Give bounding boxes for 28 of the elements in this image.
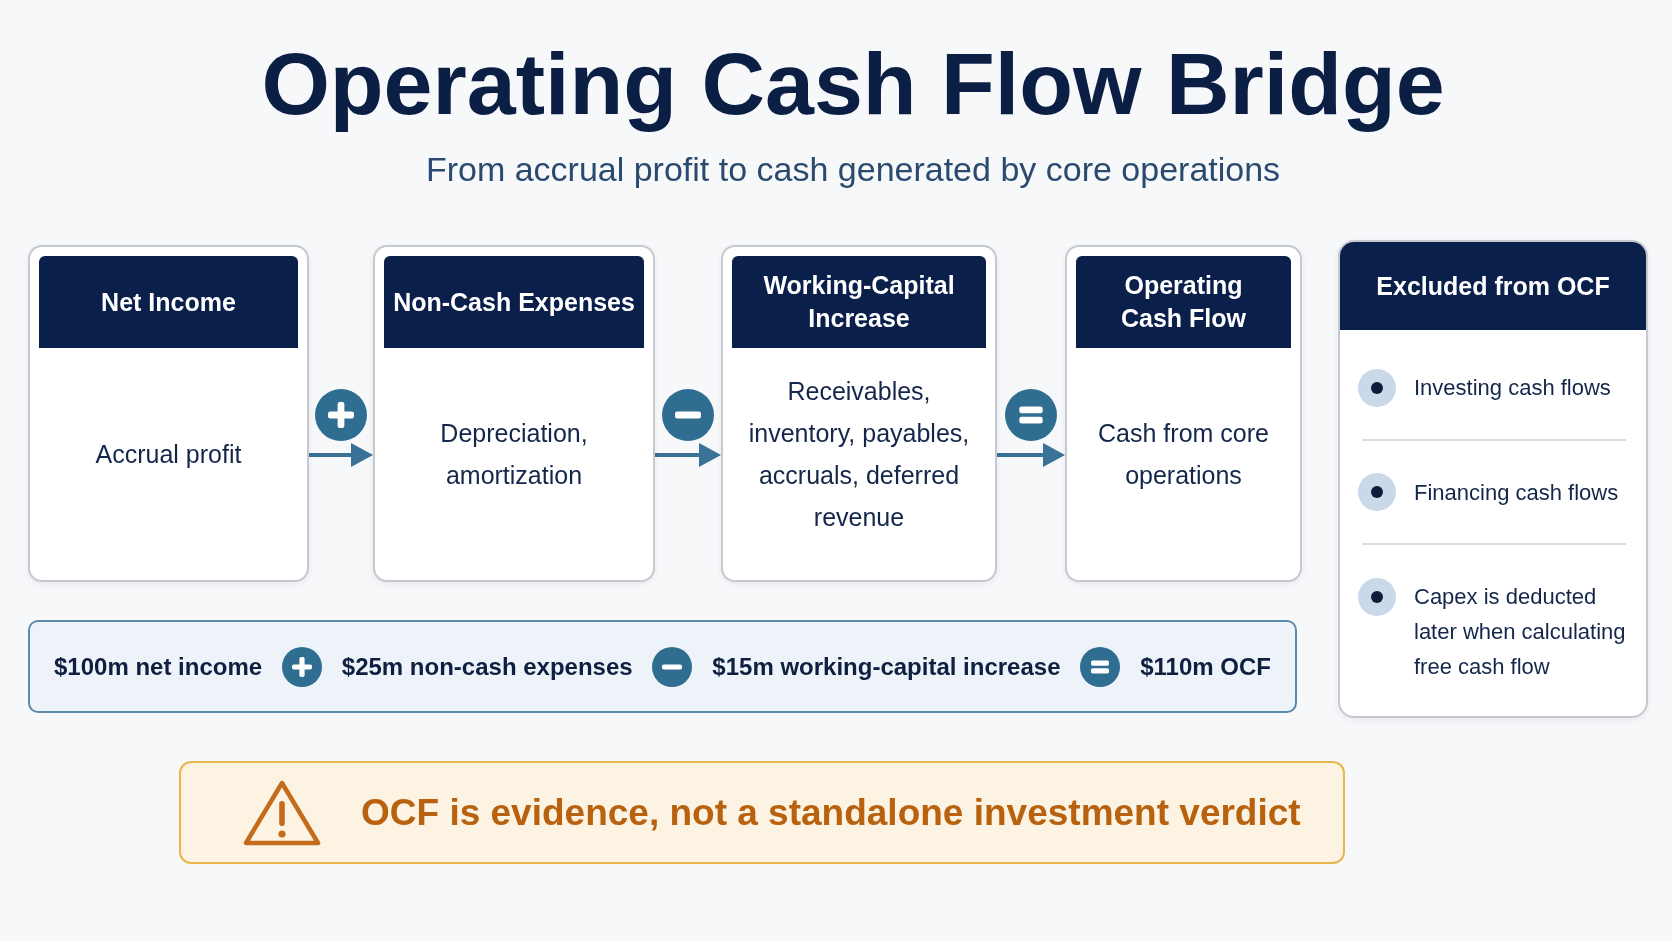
list-item-text: Investing cash flows [1414, 374, 1611, 402]
card-description: Receivables, inventory, payables, accruals, deferred revenue [747, 376, 971, 533]
equation-term: $15m working-capital increase [712, 652, 1061, 681]
list-item-text: Capex is deducted later when calculating free cash flow [1414, 583, 1627, 681]
step-card [373, 245, 655, 582]
equation-term: $25m non-cash expenses [341, 652, 633, 681]
exclusion-card [1338, 240, 1648, 718]
step-card [721, 245, 997, 582]
equation-bar [28, 620, 1297, 713]
card-header: Excluded from OCF [1340, 242, 1646, 330]
step-card [1065, 245, 1302, 582]
card-description: Depreciation, amortization [439, 418, 589, 491]
card-description: Accrual profit [95, 439, 242, 470]
equation-term: $110m OCF [1140, 652, 1271, 681]
card-header: Working-Capital Increase [732, 256, 986, 348]
step-card [28, 245, 309, 582]
card-description: Cash from core operations [1097, 418, 1270, 491]
arrow [997, 443, 1065, 467]
card-header: Non-Cash Expenses [384, 256, 644, 348]
list-item-text: Financing cash flows [1414, 478, 1619, 507]
equation-term: $100m net income [54, 652, 263, 681]
arrow [309, 443, 373, 467]
warning-banner [179, 761, 1345, 864]
warning-text: OCF is evidence, not a standalone investment verdict [361, 791, 1301, 834]
subtitle: From accrual profit to cash generated by core operations [425, 150, 1281, 190]
card-header: Operating Cash Flow [1076, 256, 1291, 348]
arrow [655, 443, 721, 467]
card-header: Net Income [39, 256, 298, 348]
